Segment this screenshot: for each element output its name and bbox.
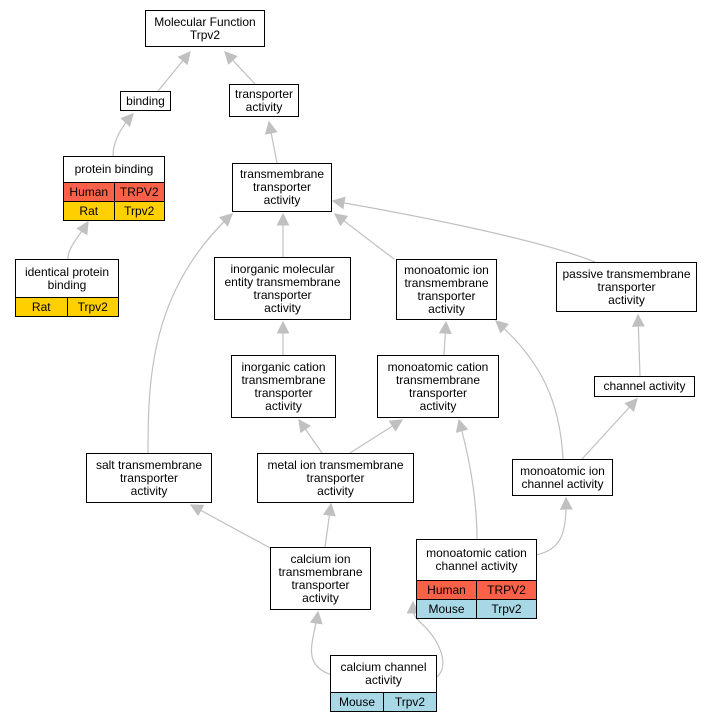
edge-channel-to-passive bbox=[631, 313, 645, 377]
node-calcium-channel[interactable]: calcium channel activity Mouse Trpv2 bbox=[330, 655, 437, 712]
gene-label: Trpv2 bbox=[66, 298, 119, 316]
node-passive-transmembrane[interactable]: passive transmembrane transporter activi… bbox=[556, 262, 697, 312]
gene-label: TRPV2 bbox=[476, 581, 536, 599]
node-label: channel activity bbox=[603, 379, 686, 393]
annotation-row-rat: Rat Trpv2 bbox=[16, 297, 118, 316]
species-label: Human bbox=[69, 184, 109, 199]
node-molecular-function[interactable]: Molecular Function Trpv2 bbox=[145, 10, 265, 47]
edge-calcium-ion-to-metal-ion bbox=[322, 502, 336, 548]
node-protein-binding[interactable]: protein binding Human TRPV2 Rat Trpv2 bbox=[63, 156, 165, 221]
edge-transmembrane-to-transporter bbox=[264, 120, 278, 164]
node-channel-activity[interactable]: channel activity bbox=[594, 376, 695, 397]
edge-transporter-to-molecular-function bbox=[224, 51, 256, 85]
edge-metal-ion-to-monoatomic-cation bbox=[349, 419, 404, 454]
edge-protein-binding-to-binding bbox=[112, 113, 134, 157]
edge-monoatomic-ion-channel-to-monoatomic-ion bbox=[495, 320, 564, 460]
node-monoatomic-cation-transmembrane[interactable]: monoatomic cation transmembrane transpor… bbox=[377, 355, 499, 418]
edge-passive-to-transmembrane bbox=[331, 196, 596, 263]
node-label: Molecular Function Trpv2 bbox=[154, 14, 256, 42]
node-binding[interactable]: binding bbox=[120, 91, 171, 111]
species-label: Rat bbox=[79, 203, 99, 218]
node-label: monoatomic cation channel activity bbox=[426, 546, 527, 573]
node-inorganic-molecular-entity[interactable]: inorganic molecular entity transmembrane… bbox=[214, 257, 351, 320]
annotation-row-human: Human TRPV2 bbox=[64, 182, 164, 201]
edge-binding-to-molecular-function bbox=[157, 50, 191, 92]
node-calcium-ion-transmembrane[interactable]: calcium ion transmembrane transporter ac… bbox=[270, 547, 371, 610]
node-metal-ion-transmembrane[interactable]: metal ion transmembrane transporter acti… bbox=[257, 453, 414, 503]
node-monoatomic-cation-channel[interactable]: monoatomic cation channel activity Human… bbox=[416, 539, 537, 619]
species-label: Mouse bbox=[428, 601, 465, 616]
node-label: transmembrane transporter activity bbox=[239, 167, 325, 207]
edge-calcium-channel-to-monoatomic-cation-channel bbox=[406, 600, 444, 678]
edge-calcium-channel-to-calcium-ion bbox=[309, 610, 333, 676]
edge-monoatomic-ion-to-transmembrane bbox=[333, 213, 395, 260]
node-label: metal ion transmembrane transporter acti… bbox=[267, 457, 404, 498]
node-label: monoatomic ion channel activity bbox=[520, 463, 605, 491]
gene-label: Trpv2 bbox=[383, 693, 436, 711]
edge-monoatomic-ion-channel-to-channel bbox=[581, 398, 638, 460]
node-identical-protein-binding[interactable]: identical protein binding Rat Trpv2 bbox=[15, 259, 119, 317]
edge-monoatomic-cation-channel-to-monoatomic-cation bbox=[455, 418, 478, 540]
node-inorganic-cation[interactable]: inorganic cation transmembrane transport… bbox=[231, 355, 336, 418]
node-label: identical protein binding bbox=[24, 264, 110, 292]
edge-monoatomic-cation-to-monoatomic-ion bbox=[438, 320, 452, 356]
node-label: inorganic molecular entity transmembrane… bbox=[224, 261, 341, 315]
node-label: calcium channel activity bbox=[340, 660, 427, 687]
node-transmembrane-transporter[interactable]: transmembrane transporter activity bbox=[232, 163, 332, 212]
node-monoatomic-ion-channel[interactable]: monoatomic ion channel activity bbox=[512, 459, 613, 496]
node-monoatomic-ion-transmembrane[interactable]: monoatomic ion transmembrane transporter… bbox=[396, 259, 497, 320]
node-transporter-activity[interactable]: transporter activity bbox=[229, 84, 299, 117]
edge-monoatomic-cation-channel-to-monoatomic-ion-channel bbox=[535, 496, 573, 556]
node-label: salt transmembrane transporter activity bbox=[95, 457, 203, 498]
species-label: Mouse bbox=[338, 694, 376, 709]
node-label: passive transmembrane transporter activi… bbox=[562, 266, 691, 307]
node-label: monoatomic cation transmembrane transpor… bbox=[387, 359, 489, 413]
node-label: binding bbox=[126, 93, 165, 108]
node-label: calcium ion transmembrane transporter ac… bbox=[278, 551, 363, 605]
node-label: inorganic cation transmembrane transport… bbox=[241, 359, 326, 413]
edge-metal-ion-to-inorganic-cation bbox=[298, 418, 323, 454]
node-label: monoatomic ion transmembrane transporter… bbox=[404, 262, 489, 316]
annotation-row-human: Human TRPV2 bbox=[417, 580, 536, 599]
annotation-row-mouse: Mouse Trpv2 bbox=[331, 692, 436, 711]
species-label: Rat bbox=[31, 299, 51, 314]
annotation-row-mouse: Mouse Trpv2 bbox=[417, 599, 536, 618]
annotation-row-rat: Rat Trpv2 bbox=[64, 201, 164, 220]
gene-label: Trpv2 bbox=[113, 202, 165, 220]
edge-calcium-ion-to-salt bbox=[189, 504, 273, 550]
edge-salt-to-transmembrane bbox=[147, 213, 233, 454]
node-salt-transmembrane[interactable]: salt transmembrane transporter activity bbox=[86, 453, 212, 503]
gene-label: Trpv2 bbox=[476, 600, 536, 618]
node-label: transporter activity bbox=[234, 86, 294, 114]
species-label: Human bbox=[427, 582, 466, 597]
gene-label: TRPV2 bbox=[113, 183, 165, 201]
node-label: protein binding bbox=[74, 162, 154, 176]
edge-identical-to-protein-binding bbox=[67, 220, 89, 260]
